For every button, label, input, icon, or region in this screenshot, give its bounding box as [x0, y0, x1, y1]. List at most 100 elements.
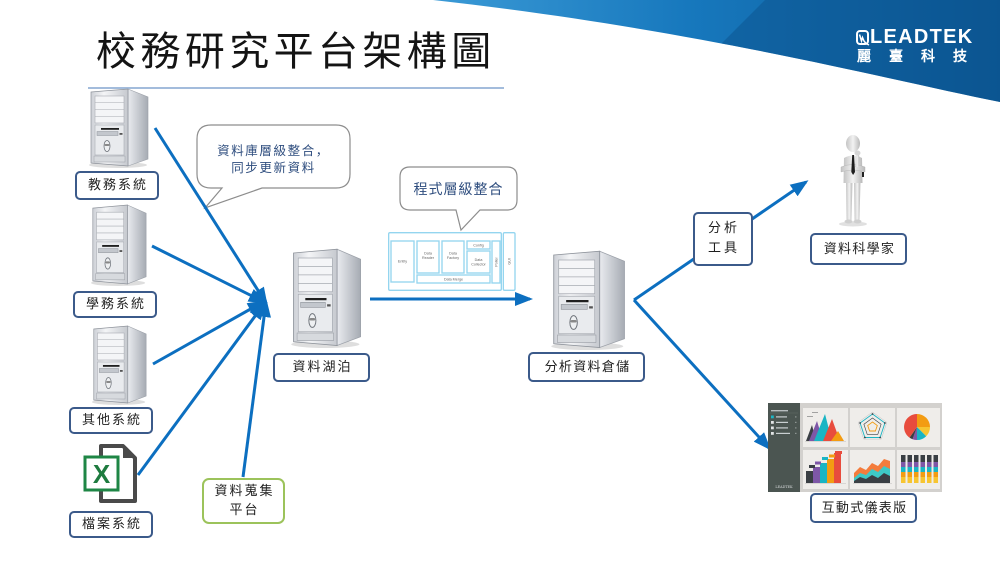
module-data-reader [416, 240, 440, 274]
module-data-collector [466, 250, 491, 274]
excel-badge-glyph: X [93, 459, 111, 489]
analysis-tools-label-line1: 分析 [707, 221, 740, 236]
collection-platform-label-line2: 平台 [229, 503, 260, 518]
module-data-merge-label: Data Merge [444, 277, 463, 281]
area-series [854, 473, 890, 483]
module-data-factory [441, 240, 465, 274]
data-scientist-figure-icon [839, 135, 867, 227]
module-data-reader-label: Reader [422, 256, 435, 260]
mini-bar-chart [805, 451, 846, 484]
module-data-factory-label: Factory [447, 256, 459, 260]
pie-slice [904, 414, 917, 438]
excel-file-icon: X [83, 444, 137, 503]
bar-mark [834, 453, 841, 483]
mini-pie-chart [904, 414, 930, 440]
mini-radar-chart [857, 411, 888, 440]
module-data-factory-label: Data [449, 252, 458, 256]
arrow-files-to-lake [136, 301, 266, 476]
program-architecture-diagram: Entity Data Reader Data Factory Config D… [388, 232, 516, 291]
callout-text-line2: 同步更新資料 [231, 160, 316, 175]
module-entity [390, 240, 415, 283]
source-label: 學務系統 [85, 297, 146, 312]
radar-series [859, 413, 886, 438]
document-fold [123, 446, 135, 458]
stacked-bar [907, 455, 912, 483]
callout-text: 程式層級整合 [413, 182, 504, 198]
analysis-tools-box: 分析 工具 [693, 212, 753, 266]
bar-tag [829, 454, 835, 458]
stacked-bar [901, 455, 906, 483]
stacked-bar [920, 455, 925, 483]
header-swoosh [433, 0, 1000, 102]
brand-chinese-name: 麗臺科技 [857, 49, 985, 65]
module-config-label: Config [473, 243, 484, 247]
data-lake-box: 資料湖泊 [273, 353, 370, 382]
figure-device [862, 172, 864, 177]
sidebar-item [771, 432, 797, 435]
radar-series [867, 421, 878, 432]
arrows [136, 127, 809, 478]
sidebar-item [771, 426, 797, 430]
server-icon [91, 325, 147, 405]
data-lake-server-icon [290, 248, 362, 348]
pie-slice [917, 427, 927, 440]
callout-program-integration: 程式層級整合 [400, 180, 517, 200]
bar-tag [809, 465, 815, 468]
brand-wordmark: LEADTEK [870, 26, 974, 48]
figure-left-leg [846, 181, 853, 220]
dashboard-label: 互動式儀表版 [821, 500, 908, 516]
mini-area-chart [853, 459, 892, 484]
mini-mountain-chart [805, 412, 846, 442]
stacked-bar [927, 455, 932, 483]
arrow-warehouse-to-dashboard [632, 298, 772, 451]
mountain-mark [831, 431, 844, 441]
data-scientist-box: 資料科學家 [810, 233, 907, 265]
callout-text-line1: 資料庫層級整合， [217, 143, 330, 158]
bar-mark [813, 467, 820, 483]
data-lake-label: 資料湖泊 [292, 360, 353, 375]
figure-tie [851, 155, 855, 175]
source-label: 檔案系統 [81, 517, 142, 532]
callout-program-integration-bubble [399, 166, 518, 232]
dashboard-sidebar: LEADTEK [768, 403, 800, 492]
stacked-bar [933, 455, 938, 483]
leadtek-logo-icon [856, 30, 870, 46]
module-gui-label: GUI [507, 258, 511, 265]
pie-slice [912, 427, 917, 440]
server-icon [90, 204, 147, 286]
source-box-other-systems: 其他系統 [69, 407, 153, 434]
pie-slice [909, 427, 917, 440]
sidebar-header [771, 410, 788, 412]
radar-series [863, 417, 882, 435]
stacked-bar [914, 455, 919, 483]
callout-database-integration: 資料庫層級整合， 同步更新資料 [197, 142, 350, 176]
module-poller-label: Poller [494, 257, 498, 267]
module-data-merge [416, 274, 491, 284]
module-data-reader-label: Data [424, 252, 433, 256]
arrow-other-to-lake [152, 300, 266, 366]
bar-tag [822, 457, 828, 460]
source-box-academic-affairs: 教務系統 [75, 171, 159, 200]
source-box-file-system: 檔案系統 [69, 511, 153, 538]
warehouse-label: 分析資料倉儲 [544, 359, 631, 375]
arrow-academic-to-lake [153, 127, 268, 306]
figure-head [846, 135, 860, 152]
arrow-platform-to-lake [241, 299, 271, 478]
page-title: 校務研究平台架構圖 [96, 29, 496, 75]
source-label: 其他系統 [81, 413, 142, 428]
server-icon [88, 88, 149, 168]
module-data-collector-label: Data [475, 258, 484, 262]
bar-mark [806, 471, 813, 483]
warehouse-box: 分析資料倉儲 [528, 352, 645, 382]
bar-mark [820, 463, 827, 483]
analysis-tools-label-line2: 工具 [707, 241, 740, 256]
title-underline [88, 87, 504, 89]
module-config [466, 240, 491, 250]
sidebar-item [771, 421, 797, 424]
pie-slice [917, 414, 930, 427]
module-data-collector-label: Collector [471, 262, 486, 266]
source-box-student-affairs: 學務系統 [73, 291, 157, 318]
dashboard-screenshot: LEADTEK [768, 403, 942, 492]
source-label: 教務系統 [87, 178, 148, 193]
